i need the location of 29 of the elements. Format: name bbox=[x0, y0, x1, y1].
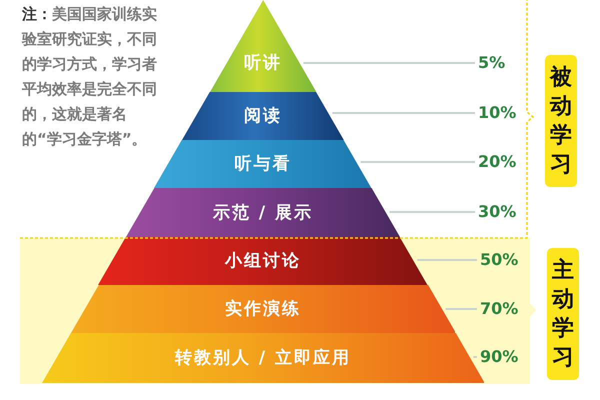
percentage-label: 90% bbox=[480, 347, 518, 367]
percentage-label: 30% bbox=[478, 202, 516, 222]
leader-line bbox=[332, 112, 475, 114]
pyramid-layer bbox=[154, 140, 372, 188]
percentage-label: 5% bbox=[478, 53, 506, 73]
layer-label: 听与看 bbox=[234, 154, 292, 174]
category-tag: 被动学习 bbox=[545, 55, 577, 187]
pyramid-layer bbox=[126, 188, 400, 237]
category-tag: 主动学习 bbox=[547, 248, 579, 380]
percentage-label: 10% bbox=[478, 103, 516, 123]
leader-line bbox=[360, 161, 475, 163]
layer-label: 示范 / 展示 bbox=[212, 202, 313, 222]
pyramid-layer bbox=[70, 285, 456, 333]
layer-label: 小组讨论 bbox=[224, 251, 301, 271]
leader-line bbox=[473, 356, 477, 358]
leader-line bbox=[417, 259, 477, 261]
percentage-label: 70% bbox=[480, 299, 518, 319]
note-text: 注：美国国家训练实验室研究证实，不同的学习方式，学习者平均效率是完全不同的，这就是著名的“学习金字塔”。 bbox=[22, 4, 158, 150]
layer-label: 阅读 bbox=[244, 106, 282, 126]
percentage-label: 20% bbox=[478, 152, 516, 172]
layer-label: 听讲 bbox=[244, 52, 282, 73]
leader-line bbox=[446, 308, 477, 310]
leader-line bbox=[390, 211, 475, 213]
pyramid-layer bbox=[210, 0, 316, 92]
layer-label: 转教别人 / 立即应用 bbox=[174, 348, 351, 368]
percentage-label: 50% bbox=[480, 250, 518, 270]
leader-line bbox=[303, 62, 475, 64]
pyramid-layer bbox=[182, 92, 344, 140]
layer-label: 实作演练 bbox=[224, 299, 301, 319]
